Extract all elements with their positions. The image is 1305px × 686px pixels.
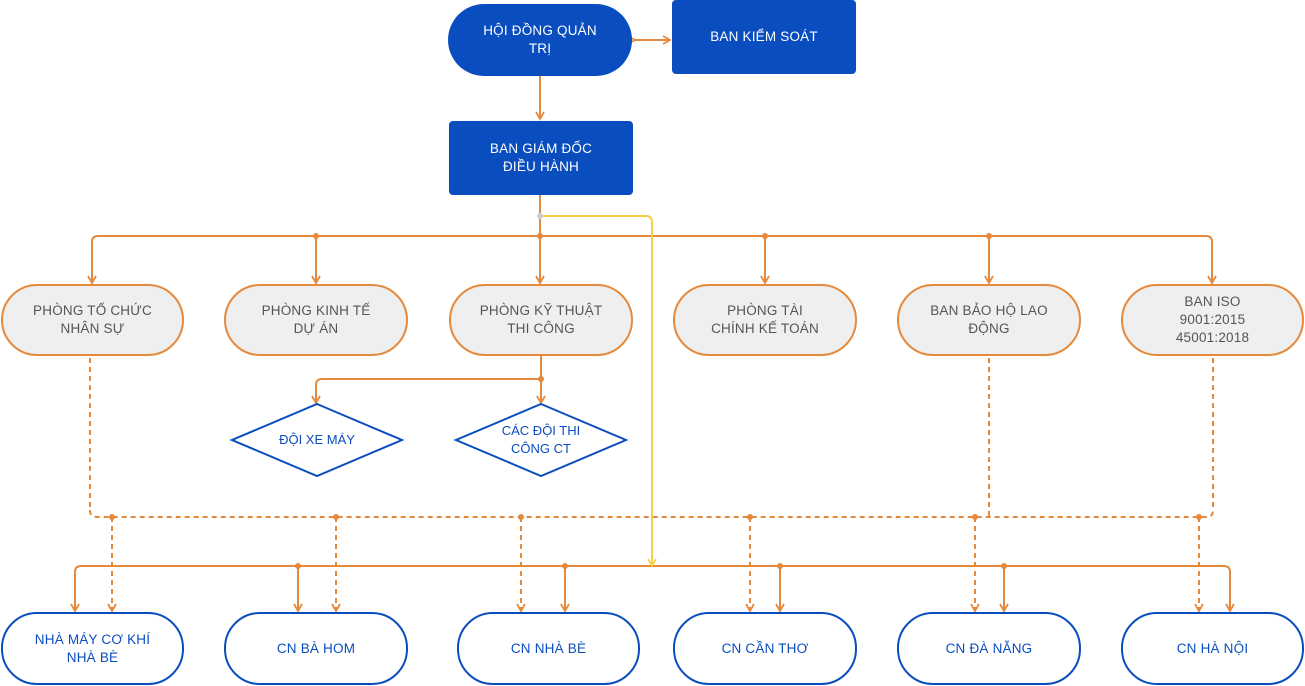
executive-board-node: BAN GIÁM ĐỐC ĐIỀU HÀNH (449, 121, 633, 195)
branch-factory-node: NHÀ MÁY CƠ KHÍ NHÀ BÈ (1, 612, 184, 685)
department-safety-node: BAN BẢO HỘ LAO ĐỘNG (897, 284, 1081, 356)
branch-ba-hom-node: CN BÀ HOM (224, 612, 408, 685)
team-vehicles-label: ĐỘI XE MÁY (279, 432, 355, 447)
supervisory-board-node: BAN KIỂM SOÁT (672, 0, 856, 74)
branch-ha-noi-node: CN HÀ NỘI (1121, 612, 1304, 685)
executive-branch-link (540, 215, 657, 568)
branch-bus (74, 565, 1235, 613)
department-economics-node: PHÒNG KINH TẾ DỰ ÁN (224, 284, 408, 356)
team-diamond-vehicles (229, 402, 405, 478)
team-diamond-construction (453, 402, 629, 478)
department-iso-node: BAN ISO 9001:2015 45001:2018 (1121, 284, 1304, 356)
support-bus (89, 509, 1214, 518)
branch-da-nang-node: CN ĐÀ NẴNG (897, 612, 1081, 685)
branch-nha-be-node: CN NHÀ BÈ (457, 612, 640, 685)
branch-can-tho-node: CN CẦN THƠ (673, 612, 857, 685)
department-hr-node: PHÒNG TỔ CHỨC NHÂN SỰ (1, 284, 184, 356)
department-finance-node: PHÒNG TÀI CHÍNH KẾ TOÁN (673, 284, 857, 356)
team-construction-label: CÁC ĐỘI THI CÔNG CT (501, 423, 581, 456)
department-technical-node: PHÒNG KỸ THUẬT THI CÔNG (449, 284, 633, 356)
board-of-directors-node: HỘI ĐỒNG QUẢN TRỊ (448, 4, 632, 76)
